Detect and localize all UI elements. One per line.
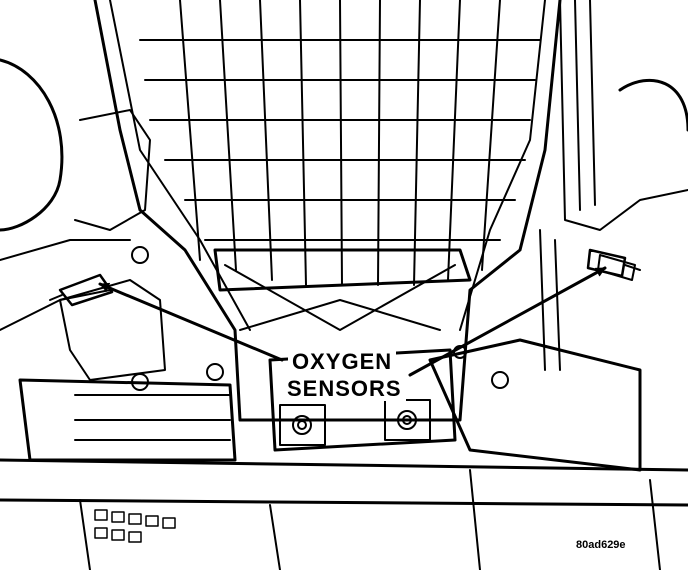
callout-label-sensors: SENSORS <box>283 377 406 401</box>
right-frame <box>428 0 688 472</box>
callout-label-oxygen: OXYGEN <box>288 350 397 374</box>
left-oxygen-sensor <box>49 273 114 307</box>
transmission-housing <box>93 0 562 422</box>
left-frame <box>0 58 237 462</box>
arrow-to-right-sensor <box>408 266 607 377</box>
crossmember <box>0 458 688 570</box>
right-oxygen-sensor <box>586 248 641 278</box>
figure-code: 80ad629e <box>576 539 626 551</box>
arrow-to-left-sensor <box>98 282 284 362</box>
callout-arrows <box>98 266 607 377</box>
